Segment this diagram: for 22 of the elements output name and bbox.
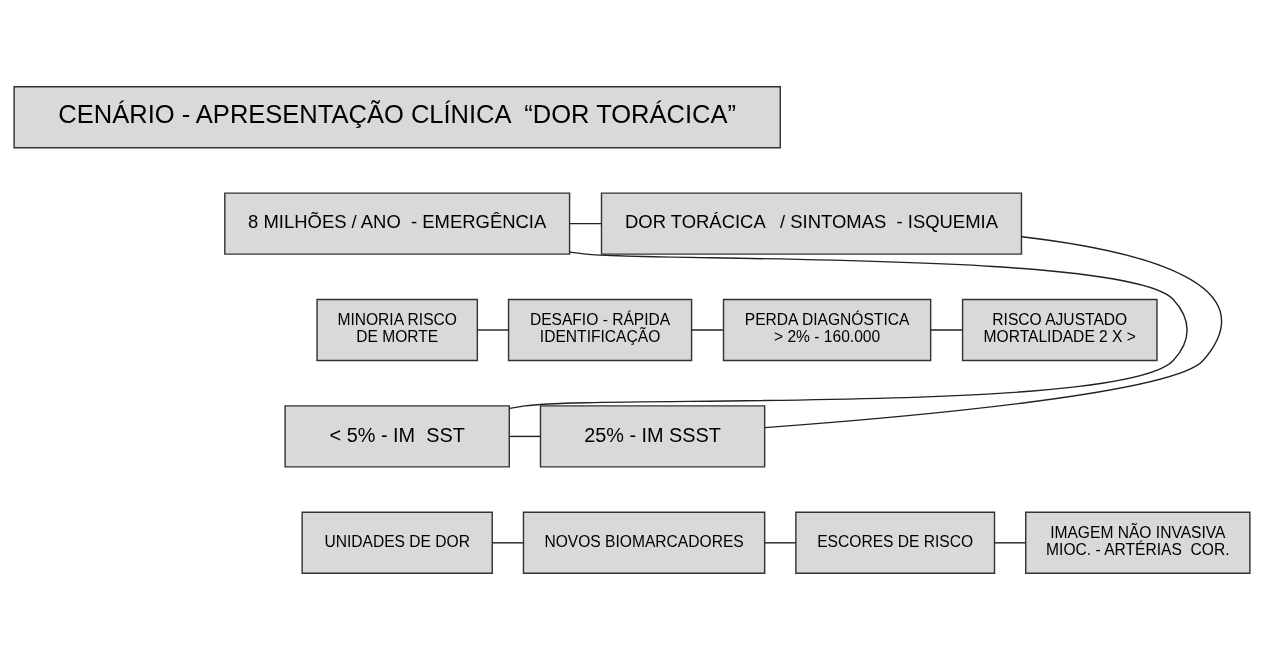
- node-box: DESAFIO - RÁPIDA IDENTIFICAÇÃO: [507, 298, 693, 362]
- node-box: MINORIA RISCO DE MORTE: [316, 298, 479, 362]
- connector: [569, 222, 602, 225]
- node-box: NOVOS BIOMARCADORES: [522, 511, 766, 575]
- node-box: DOR TORÁCICA / SINTOMAS - ISQUEMIA: [600, 192, 1023, 255]
- node-box: CENÁRIO - APRESENTAÇÃO CLÍNICA “DOR TORÁCICA”: [13, 85, 781, 149]
- node-box: PERDA DIAGNÓSTICA > 2% - 160.000: [722, 298, 932, 362]
- connector: [491, 542, 525, 544]
- connector: [508, 435, 541, 438]
- node-box: ESCORES DE RISCO: [795, 511, 996, 575]
- node-box: 8 MILHÕES / ANO - EMERGÊNCIA: [224, 192, 571, 255]
- connector: [764, 542, 797, 544]
- connector: [764, 236, 1222, 429]
- connector: [476, 329, 509, 331]
- connector: [994, 542, 1027, 544]
- connector: [691, 329, 724, 331]
- node-box: UNIDADES DE DOR: [301, 511, 493, 575]
- node-box: < 5% - IM SST: [284, 405, 510, 468]
- connector: [930, 329, 964, 331]
- node-box: RISCO AJUSTADO MORTALIDADE 2 X >: [961, 298, 1158, 362]
- node-box: IMAGEM NÃO INVASIVA MIOC. - ARTÉRIAS COR.: [1025, 511, 1251, 575]
- node-box: 25% - IM SSST: [539, 405, 766, 468]
